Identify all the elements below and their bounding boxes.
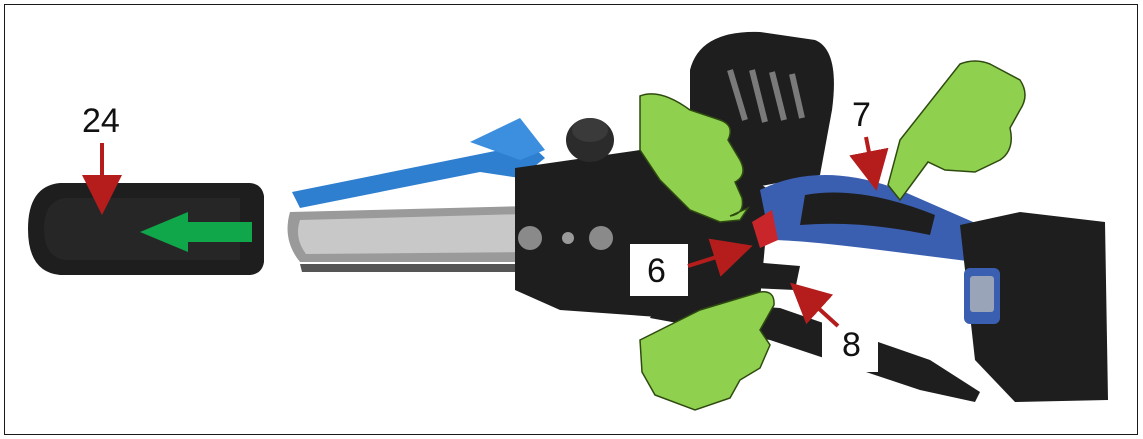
battery-pack — [960, 212, 1108, 402]
callout-7-arrow — [866, 137, 875, 183]
chain-bar — [288, 206, 540, 272]
trigger — [752, 262, 800, 290]
callout-8-label: 8 — [842, 326, 861, 364]
callout-6-label: 6 — [647, 252, 666, 290]
callout-7-label: 7 — [852, 96, 871, 134]
blue-handle — [760, 175, 980, 262]
callout-24-label: 24 — [82, 102, 120, 140]
pointing-hand-icon-right — [888, 61, 1025, 200]
blue-lever — [292, 118, 545, 208]
